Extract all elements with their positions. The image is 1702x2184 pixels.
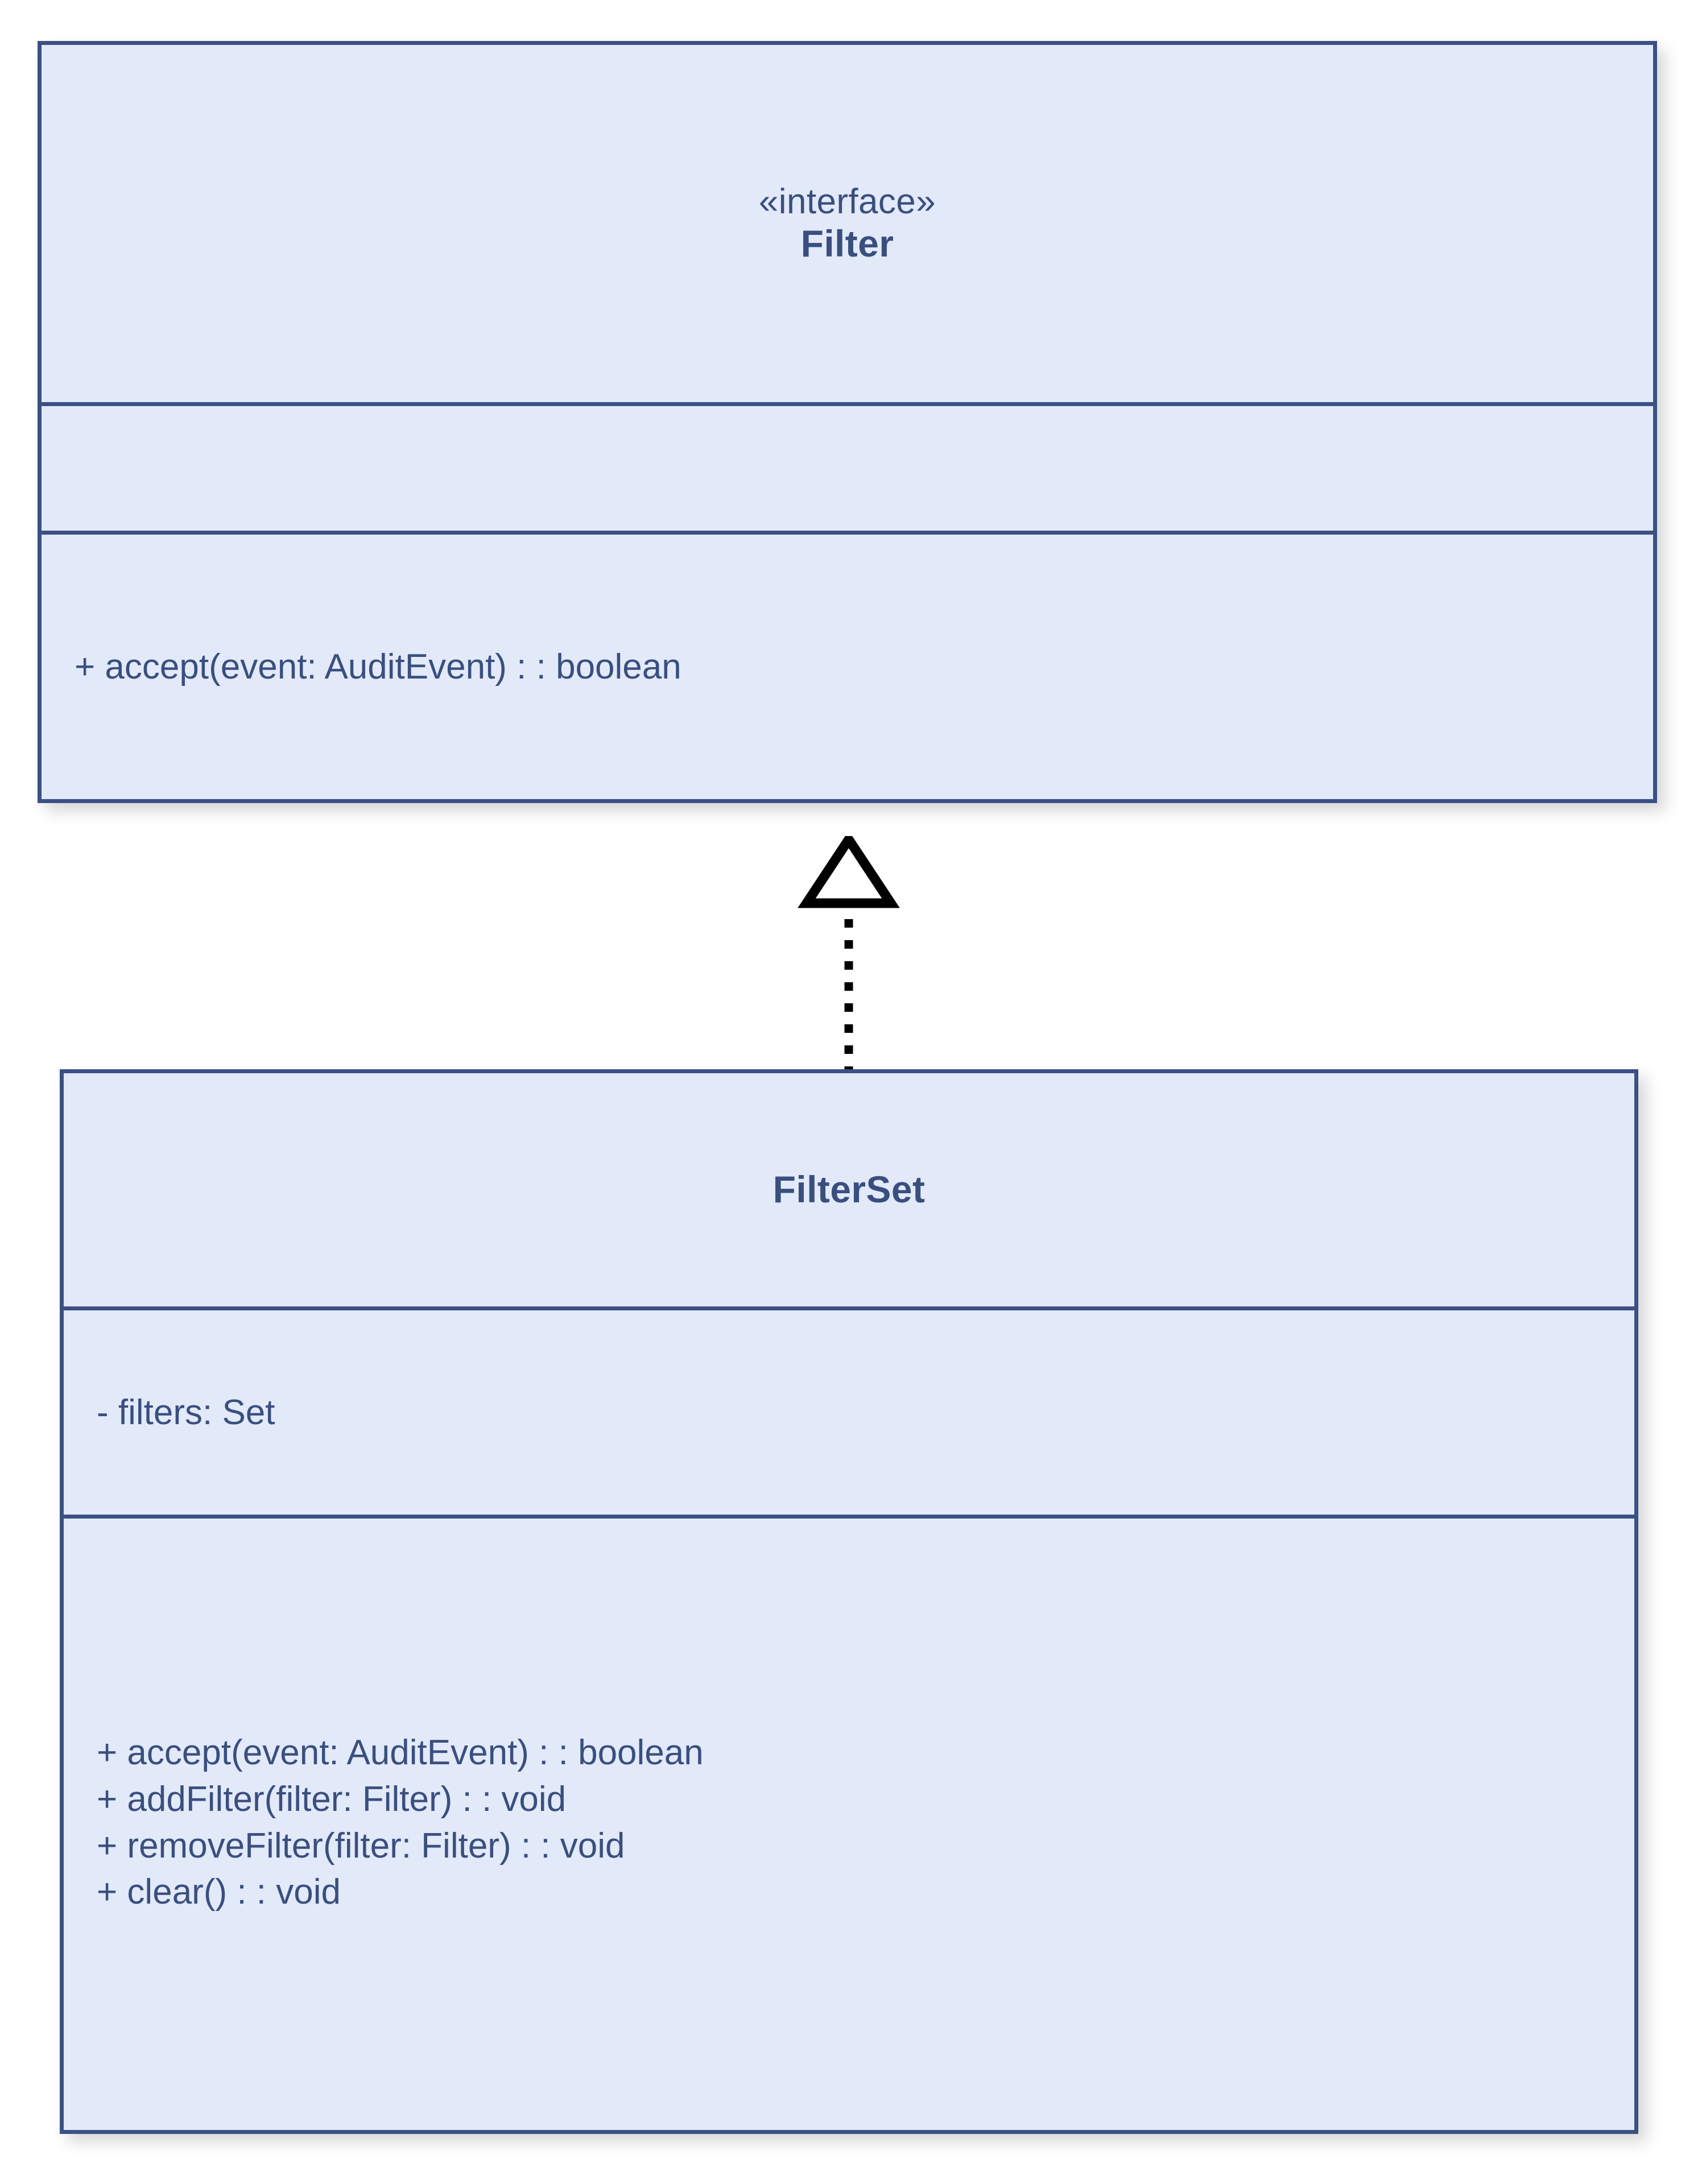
hollow-triangle-arrowhead-icon [798, 836, 900, 908]
operation-row: + removeFilter(filter: Filter) : : void [97, 1826, 625, 1866]
class-box-filterset[interactable]: FilterSet - filters: Set + accept(event:… [60, 1069, 1638, 2134]
class-name-filterset: FilterSet [772, 1168, 926, 1211]
class-attributes-compartment-filter [42, 402, 1653, 531]
operation-row: + clear() : : void [97, 1872, 341, 1912]
class-operations-compartment-filterset: + accept(event: AuditEvent) : : boolean … [64, 1515, 1634, 2127]
class-box-filter[interactable]: «interface» Filter + accept(event: Audit… [38, 41, 1657, 803]
class-stereotype-filter: «interface» [758, 182, 936, 222]
class-header-filterset: FilterSet [64, 1073, 1634, 1306]
class-operations-compartment-filter: + accept(event: AuditEvent) : : boolean [42, 531, 1653, 799]
class-header-filter: «interface» Filter [42, 45, 1653, 402]
operation-row: + accept(event: AuditEvent) : : boolean [97, 1732, 704, 1772]
realization-connector-filterset-to-filter [798, 836, 900, 1075]
class-attributes-compartment-filterset: - filters: Set [64, 1306, 1634, 1515]
class-name-filter: Filter [800, 222, 894, 264]
operation-row: + addFilter(filter: Filter) : : void [97, 1779, 567, 1819]
attribute-row: - filters: Set [97, 1392, 275, 1432]
operation-row: + accept(event: AuditEvent) : : boolean [75, 647, 681, 686]
